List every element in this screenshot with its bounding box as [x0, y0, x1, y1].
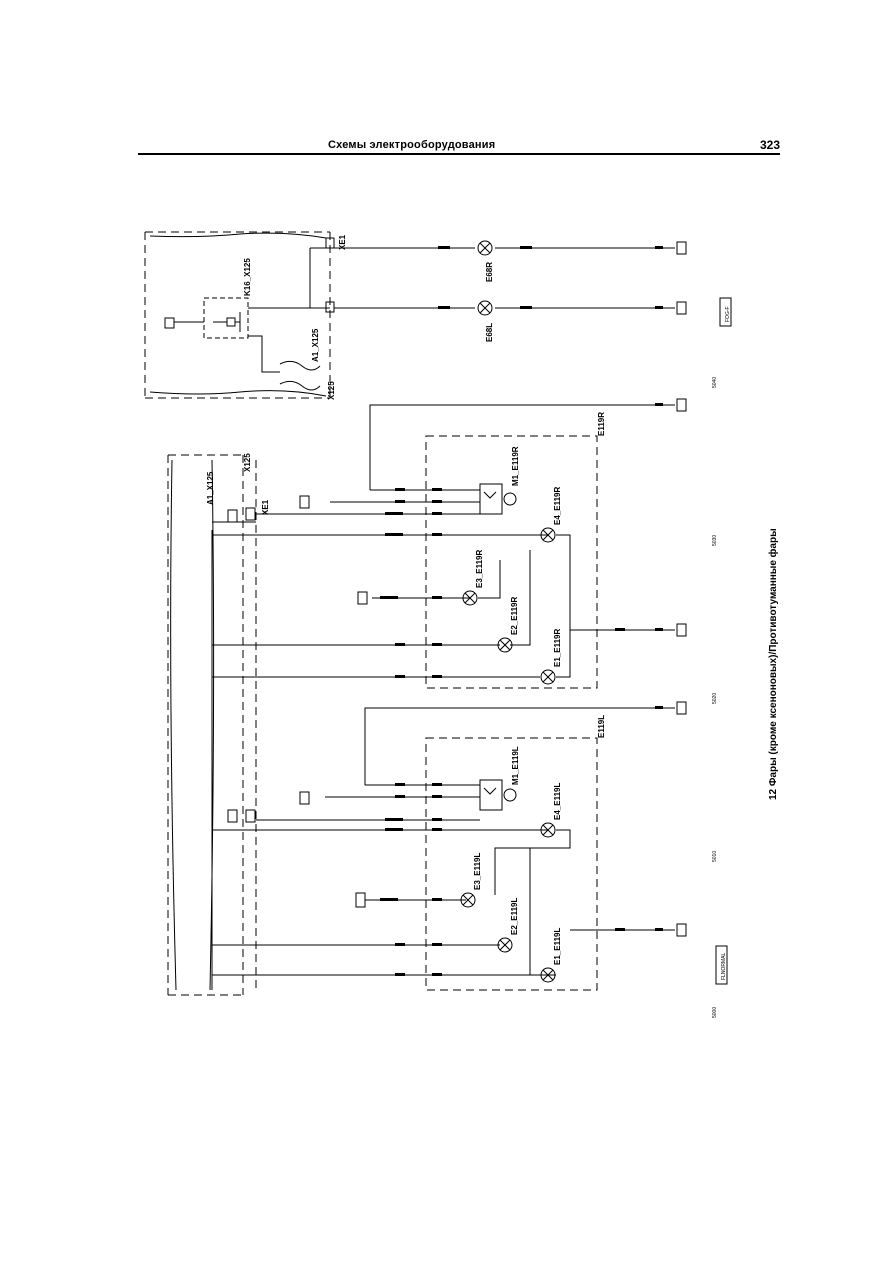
label-x125-main: X125	[243, 453, 252, 472]
ruler-5020: 5020	[712, 693, 718, 704]
ruler-5040: 5040	[712, 377, 718, 388]
xe1-pin-l1	[245, 809, 256, 823]
fuse-f23-r	[299, 495, 310, 509]
ground-g4	[676, 623, 687, 637]
e4-e119r-lamp	[540, 527, 556, 543]
ground-g3	[676, 398, 687, 412]
label-e68l: E68L	[485, 323, 494, 342]
e68r-lamp	[477, 240, 493, 256]
e3-e119l-lamp	[460, 892, 476, 908]
label-e4-e119l: E4_E119L	[553, 783, 562, 820]
label-m1-e119l: M1_E119L	[511, 746, 520, 785]
e2-e119r-lamp	[497, 637, 513, 653]
e119r-e2-return	[510, 550, 531, 646]
label-a1-x125-main: A1_X125	[206, 471, 215, 505]
e119l-return	[494, 829, 571, 895]
page-header: Схемы электрооборудования 323	[138, 138, 780, 153]
label-xe1-upper: XE1	[338, 234, 347, 250]
e119r-return	[556, 534, 571, 678]
e2-e119l-lamp	[497, 937, 513, 953]
e119r-e3-return	[478, 560, 501, 599]
k16-relay-box	[182, 297, 330, 373]
e4-e119l-lamp	[540, 822, 556, 838]
ground-g2	[676, 301, 687, 315]
label-a1-x125-upper: A1_X125	[311, 328, 320, 362]
label-e2-e119r: E2_E119R	[510, 597, 519, 635]
label-m1-e119r: M1_E119R	[511, 446, 520, 486]
ruler-5000: 5000	[712, 1007, 718, 1018]
flnormal-tag-box	[715, 945, 728, 985]
connector-l-e3	[355, 892, 366, 908]
e1-e119l-lamp	[540, 967, 556, 983]
label-e119l: E119L	[597, 715, 606, 738]
label-xe1-main: XE1	[261, 499, 270, 515]
tag-fogf: FOG-F	[725, 306, 731, 322]
ground-g1	[676, 241, 687, 255]
e119l-loop-wire	[364, 707, 675, 785]
figure-caption: 12 Фары (кроме ксеноновых)/Противотуманн…	[767, 528, 779, 800]
m1-e119r-motor	[479, 483, 517, 515]
e3-e119r-lamp	[462, 590, 478, 606]
upper-module-outline	[144, 231, 331, 399]
label-e3-e119r: E3_E119R	[475, 550, 484, 588]
fuse-f13	[164, 317, 182, 329]
m1-e119l-motor	[479, 779, 517, 811]
e119r-outline	[425, 435, 598, 689]
ground-g6	[676, 923, 687, 937]
ground-g5	[676, 701, 687, 715]
label-e68r: E68R	[485, 262, 494, 282]
label-e3-e119l: E3_E119L	[473, 853, 482, 890]
e68l-lamp	[477, 300, 493, 316]
xe1-pin-upper-b	[325, 301, 335, 313]
fuse-f23-l	[299, 791, 310, 805]
label-e4-e119r: E4_E119R	[553, 487, 562, 525]
relay-l-box	[227, 809, 238, 823]
label-e1-e119l: E1_E119L	[553, 928, 562, 965]
label-x125-upper: X125	[327, 381, 336, 400]
tag-flnormal: FLNORMAL	[721, 953, 727, 980]
xe1-pin-upper-a	[325, 237, 335, 249]
label-e2-e119l: E2_E119L	[510, 898, 519, 935]
connector-r-e3	[357, 591, 368, 605]
fogf-tag-box	[719, 297, 732, 327]
header-title: Схемы электрооборудования	[328, 139, 496, 151]
e119l-outline	[425, 737, 598, 991]
xe1-pin-r1	[245, 507, 256, 521]
label-e119r: E119R	[597, 412, 606, 436]
wire-marks	[380, 246, 663, 976]
ruler-5030: 5030	[712, 535, 718, 546]
ruler-5010: 5010	[712, 851, 718, 862]
page-number: 323	[759, 138, 780, 152]
k16-ground-symbol	[279, 360, 321, 391]
e119r-loop-wire	[369, 404, 675, 490]
label-e1-e119r: E1_E119R	[553, 629, 562, 667]
label-k16-x125: K16_X125	[243, 258, 252, 296]
header-rule	[138, 153, 780, 155]
e1-e119r-lamp	[540, 669, 556, 685]
x125-main-connector	[167, 454, 257, 996]
relay-r-box	[227, 509, 238, 523]
